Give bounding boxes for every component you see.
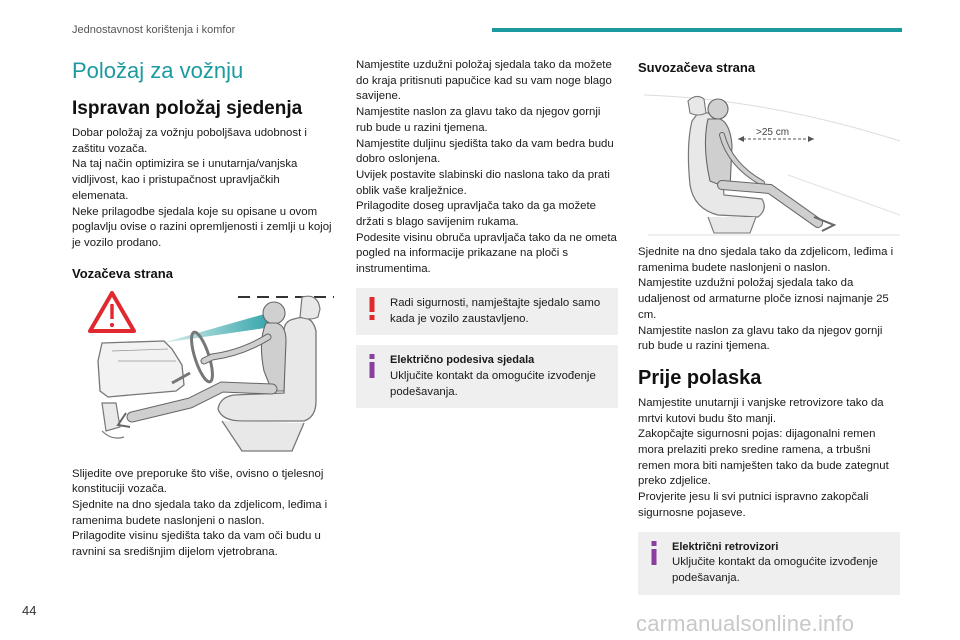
page-number: 44: [22, 603, 37, 618]
passenger-text: Sjednite na dno sjedala tako da zdjelico…: [638, 246, 894, 353]
info-icon: [650, 540, 658, 571]
column-right: Suvozačeva strana >25 cm Sjednite: [638, 58, 901, 595]
heading-passenger-side: Suvozačeva strana: [638, 60, 756, 75]
info-text-seats: Uključite kontakt da omogućite izvođenje…: [390, 369, 596, 398]
column-middle: Namjestite uzdužni položaj sjedala tako …: [356, 58, 618, 409]
passenger-illustration: >25 cm: [638, 85, 901, 237]
info-note-mirrors: Električni retrovizori Uključite kontakt…: [638, 531, 900, 595]
heading-driver-side: Vozačeva strana: [72, 265, 173, 281]
info-icon: [368, 354, 376, 384]
passenger-seat-drawing: >25 cm: [643, 94, 901, 236]
heading-before-departure: Prije polaska: [638, 366, 762, 389]
header-accent-bar: [492, 28, 902, 32]
info-note-seats: Električno podesiva sjedala Uključite ko…: [356, 345, 618, 409]
heading-correct-position: Ispravan položaj sjedenja: [72, 98, 303, 119]
header-title: Jednostavnost korištenja i komfor: [72, 24, 236, 36]
info-title-seats: Električno podesiva sjedala: [390, 354, 535, 367]
intro-paragraph: Dobar položaj za vožnju poboljšava udobn…: [72, 127, 332, 249]
column-left: Položaj za vožnju Ispravan položaj sjede…: [72, 50, 334, 561]
warning-text: Radi sigurnosti, namještajte sjedalo sam…: [390, 296, 601, 325]
warning-triangle-icon: [88, 290, 136, 333]
before-departure-text: Namjestite unutarnji i vanjske retrovizo…: [638, 396, 889, 519]
exclamation-warning-icon: [368, 296, 376, 327]
seat-adjustment-text: Namjestite uzdužni položaj sjedala tako …: [356, 59, 617, 276]
info-text-mirrors: Uključite kontakt da omogućite izvođenje…: [672, 556, 878, 584]
distance-label: >25 cm: [756, 127, 789, 138]
driver-illustration: [72, 290, 334, 461]
driver-seat-drawing: [88, 290, 334, 452]
info-title-mirrors: Električni retrovizori: [672, 540, 779, 553]
watermark: carmanualsonline.info: [636, 611, 855, 636]
warning-note: Radi sigurnosti, namještajte sjedalo sam…: [356, 287, 618, 336]
driver-text: Slijedite ove preporuke što više, ovisno…: [72, 467, 328, 559]
section-title: Položaj za vožnju: [72, 58, 244, 83]
